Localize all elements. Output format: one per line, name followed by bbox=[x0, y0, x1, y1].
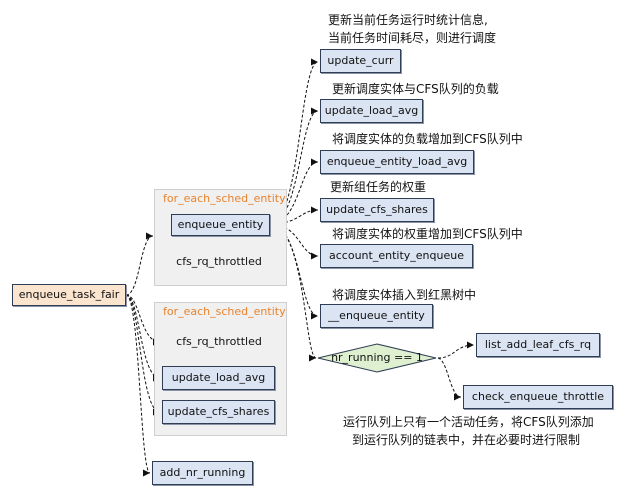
nr-running-diamond bbox=[317, 343, 437, 373]
update-curr-node[interactable]: update_curr bbox=[320, 49, 401, 73]
enqueue-entity-node[interactable]: enqueue_entity bbox=[171, 214, 270, 236]
note-throttle-line-1: 运行队列上只有一个活动任务，将CFS队列添加 bbox=[343, 415, 594, 429]
account-entity-enqueue-node[interactable]: account_entity_enqueue bbox=[320, 244, 473, 268]
nr-running-label: nr_running == 1 bbox=[331, 351, 423, 364]
note-throttle-line-2: 到运行队列的链表中，并在必要时进行限制 bbox=[352, 433, 581, 447]
note-enqueue-entity-load-avg: 将调度实体的负载增加到CFS队列中 bbox=[332, 132, 523, 146]
throttled2-label: cfs_rq_throttled bbox=[176, 335, 262, 348]
note-update-cfs-shares: 更新组任务的权重 bbox=[330, 180, 427, 194]
edge-nr-check-throttle bbox=[437, 357, 462, 401]
note-account-entity-enqueue: 将调度实体的权重增加到CFS队列中 bbox=[332, 227, 523, 241]
edge-nr-list-add bbox=[437, 341, 475, 359]
edge-root-add-nr-running bbox=[125, 294, 151, 477]
edge-ee-enqueue-entity-inner bbox=[269, 223, 319, 320]
group-2-title: for_each_sched_entity bbox=[163, 305, 286, 318]
list-add-leaf-cfs-rq-node[interactable]: list_add_leaf_cfs_rq bbox=[476, 333, 600, 357]
note-update-curr-line-1: 更新当前任务运行时统计信息, bbox=[328, 13, 488, 27]
edge-root-enqueue-entity bbox=[125, 232, 154, 296]
throttled1-label: cfs_rq_throttled bbox=[176, 255, 262, 268]
edge-root-g2-update-cfs-shares bbox=[125, 294, 161, 416]
enqueue-entity-inner-node[interactable]: __enqueue_entity bbox=[320, 304, 433, 328]
update-load-avg-node[interactable]: update_load_avg bbox=[320, 99, 423, 123]
enqueue-entity-load-avg-node[interactable]: enqueue_entity_load_avg bbox=[320, 150, 474, 174]
note-update-load-avg: 更新调度实体与CFS队列的负载 bbox=[332, 82, 499, 96]
update-cfs-shares-node[interactable]: update_cfs_shares bbox=[320, 198, 434, 222]
g2-update-cfs-shares-node[interactable]: update_cfs_shares bbox=[162, 400, 275, 424]
note-update-curr-line-2: 当前任务时间耗尽，则进行调度 bbox=[328, 31, 497, 45]
check-enqueue-throttle-node[interactable]: check_enqueue_throttle bbox=[463, 385, 613, 409]
group-1-title: for_each_sched_entity bbox=[163, 192, 286, 205]
edge-ee-enqueue-entity-load-avg bbox=[269, 158, 319, 225]
add-nr-running-node[interactable]: add_nr_running bbox=[152, 461, 253, 485]
enqueue-task-fair-node[interactable]: enqueue_task_fair bbox=[12, 284, 126, 306]
g2-update-load-avg-node[interactable]: update_load_avg bbox=[162, 366, 275, 390]
note-enqueue-entity-inner: 将调度实体插入到红黑树中 bbox=[332, 288, 477, 302]
for-each-sched-entity-group-1 bbox=[154, 189, 287, 286]
